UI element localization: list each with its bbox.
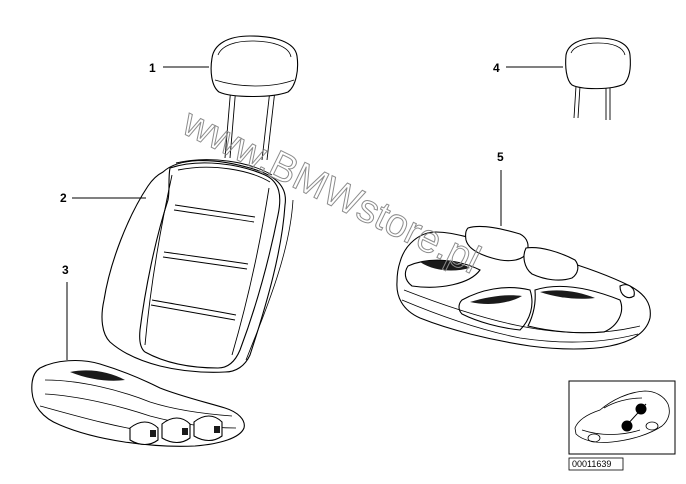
reference-inset: 00011639 bbox=[568, 380, 676, 471]
inset-frame bbox=[568, 380, 676, 455]
backrest-cover[interactable] bbox=[101, 159, 294, 373]
rear-headrest[interactable] bbox=[565, 37, 631, 120]
seat-cushion-cover[interactable] bbox=[31, 359, 245, 447]
callout-1: 1 bbox=[149, 61, 209, 75]
part-number-1: 1 bbox=[149, 61, 156, 75]
part-number-4: 4 bbox=[493, 61, 500, 75]
diagram-id-box bbox=[568, 457, 624, 471]
callout-5: 5 bbox=[497, 150, 504, 226]
part-number-3: 3 bbox=[62, 263, 69, 277]
part-number-2: 2 bbox=[60, 191, 67, 205]
diagram-id: 00011639 bbox=[572, 459, 611, 469]
callout-4: 4 bbox=[493, 61, 563, 75]
reference-marker-front bbox=[621, 420, 633, 432]
part-number-5: 5 bbox=[497, 150, 504, 164]
car-silhouette-icon bbox=[574, 390, 670, 443]
reference-marker-rear bbox=[635, 403, 647, 415]
callout-3: 3 bbox=[62, 263, 69, 360]
front-headrest[interactable] bbox=[210, 35, 299, 161]
rear-seat-bench-cover[interactable] bbox=[396, 225, 651, 350]
callout-2: 2 bbox=[60, 191, 146, 205]
